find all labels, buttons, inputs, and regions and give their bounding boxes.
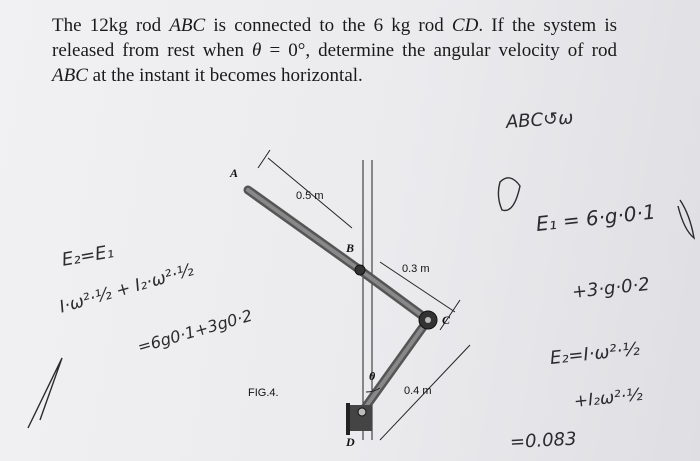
text-part: = 0°, determine the angular velocity of … — [261, 40, 617, 61]
label-theta: θ — [369, 369, 376, 383]
text-part: is connected to the 6 kg rod — [205, 15, 452, 36]
rod-abc-upper-shine — [246, 188, 362, 272]
dim-tick — [257, 149, 271, 169]
text-part: . If the system is released from rest wh… — [52, 15, 617, 61]
dim-line-cd — [379, 344, 471, 441]
rod-abc-lower-shine — [358, 268, 430, 322]
label-a: A — [229, 166, 238, 180]
text-part: at the instant it becomes horizontal. — [87, 65, 363, 86]
label-d: D — [345, 435, 355, 449]
dim-line-ab — [267, 157, 353, 229]
dim-tick — [439, 299, 461, 331]
support-wall — [346, 403, 350, 435]
text-part: The 12kg rod — [52, 15, 170, 36]
figure-caption: FIG.4. — [248, 387, 279, 399]
rod-abc-ref: ABC — [52, 65, 88, 86]
dim-line-bc — [379, 261, 456, 313]
hw-result: =0.083 — [509, 428, 578, 453]
dim-ab-label: 0.5 m — [296, 190, 324, 202]
theta-arc — [365, 387, 381, 393]
pin-d — [357, 407, 367, 417]
rod-cd-ref: CD — [451, 15, 479, 36]
scribble-mark — [27, 357, 63, 429]
theta-symbol: θ — [252, 40, 262, 61]
pin-b — [354, 264, 366, 276]
support-d — [350, 405, 372, 431]
dim-bc-label: 0.3 m — [402, 263, 430, 275]
pin-c-center — [425, 317, 431, 323]
problem-text: The 12kg rod ABC is connected to the 6 k… — [52, 13, 617, 88]
problem-statement: The 12kg rod ABC is connected to the 6 k… — [52, 13, 617, 88]
scribble-mark — [497, 177, 521, 212]
dim-cd-label: 0.4 m — [404, 385, 432, 397]
rod-cd-shine — [360, 318, 430, 414]
rod-abc-ref: ABC — [169, 15, 206, 36]
label-b: B — [345, 241, 354, 255]
label-c: C — [442, 313, 451, 327]
scribble-mark — [677, 199, 696, 240]
